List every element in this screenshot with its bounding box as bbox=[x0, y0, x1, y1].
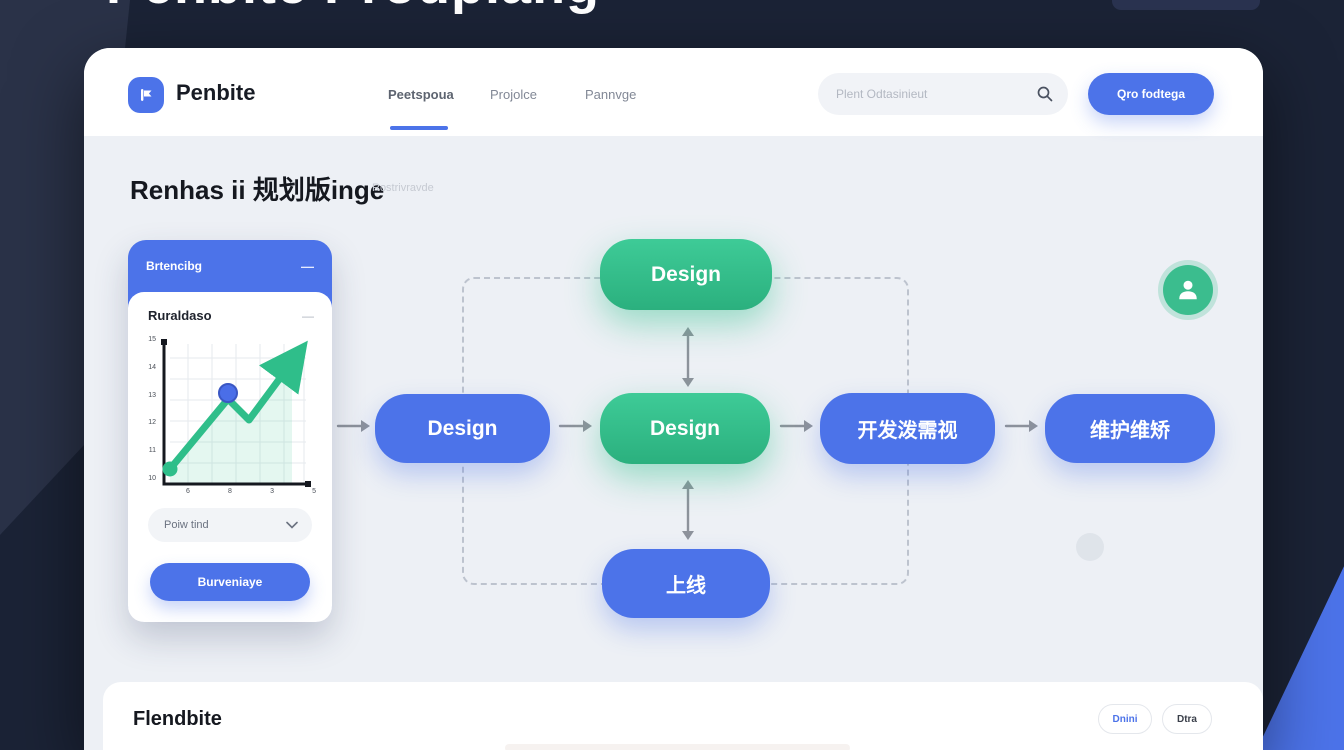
page-title: Renhas ii 规划版inge bbox=[130, 175, 385, 205]
app-header bbox=[84, 48, 1263, 136]
chart-x-tick-labels: 6 8 3 5 bbox=[186, 488, 316, 495]
flow-node-left[interactable]: Design bbox=[375, 394, 550, 463]
decor-faint-circle bbox=[1076, 533, 1104, 561]
brand-name: Penbite bbox=[176, 80, 256, 105]
search-input[interactable] bbox=[836, 87, 1036, 101]
flow-node-top[interactable]: Design bbox=[600, 239, 772, 310]
footer-divider bbox=[505, 744, 850, 750]
footer-card: Flendbite Dnini Dtra bbox=[103, 682, 1263, 750]
planning-widget: Brtencibg — Ruraldaso — bbox=[128, 240, 332, 622]
flow-node-dev[interactable]: 开发泼需视 bbox=[820, 393, 995, 464]
active-nav-underline bbox=[390, 126, 448, 130]
flow-node-maintain[interactable]: 维护维矫 bbox=[1045, 394, 1215, 463]
chart-y-tick-labels: 15 14 13 12 11 10 bbox=[140, 336, 156, 482]
arrow-updown-icon bbox=[682, 327, 694, 387]
header-cta-button[interactable]: Qro fodtega bbox=[1088, 73, 1214, 115]
nav-item-2[interactable]: Projolce bbox=[490, 87, 537, 102]
tick-label: 10 bbox=[148, 474, 156, 482]
tick-label: 5 bbox=[312, 488, 316, 495]
footer-button-secondary[interactable]: Dtra bbox=[1162, 704, 1212, 734]
chart-area-fill bbox=[170, 362, 292, 484]
panel-minimize-icon[interactable]: — bbox=[302, 308, 314, 323]
chevron-down-icon bbox=[286, 521, 298, 529]
arrow-right-icon bbox=[779, 420, 813, 432]
tick-label: 8 bbox=[228, 488, 232, 495]
chart-peak-marker bbox=[218, 383, 238, 403]
widget-dropdown[interactable]: Poiw tind bbox=[148, 508, 312, 542]
footer-button-primary[interactable]: Dnini bbox=[1098, 704, 1152, 734]
widget-header-label: Brtencibg bbox=[146, 259, 203, 273]
arrow-updown-icon bbox=[682, 480, 694, 540]
nav-item-1[interactable]: Peetspoua bbox=[388, 87, 454, 102]
arrow-right-icon bbox=[558, 420, 592, 432]
search-icon[interactable] bbox=[1036, 85, 1054, 103]
dropdown-value: Poiw tind bbox=[164, 519, 209, 531]
brand-logo-icon[interactable] bbox=[128, 77, 164, 113]
chart-start-dot bbox=[162, 461, 178, 477]
cutoff-hero-title: Penbite Prodplang bbox=[106, 0, 600, 16]
tick-label: 13 bbox=[148, 391, 156, 399]
footer-title: Flendbite bbox=[133, 708, 222, 730]
tick-label: 15 bbox=[148, 336, 156, 343]
tick-label: 11 bbox=[148, 447, 156, 455]
flag-icon bbox=[141, 89, 152, 101]
page-subtitle: Rostrivravde bbox=[372, 182, 434, 194]
user-avatar[interactable] bbox=[1163, 265, 1213, 315]
arrow-right-icon bbox=[336, 420, 370, 432]
flow-node-center[interactable]: Design bbox=[600, 393, 770, 464]
widget-minimize-icon[interactable]: — bbox=[301, 258, 314, 274]
widget-body: Ruraldaso — bbox=[128, 292, 332, 622]
nav-item-3[interactable]: Pannvge bbox=[585, 87, 637, 102]
tick-label: 3 bbox=[270, 488, 274, 495]
chart-trend-line bbox=[166, 340, 308, 473]
widget-action-button[interactable]: Burveniaye bbox=[150, 563, 310, 601]
backdrop-topright-button[interactable] bbox=[1112, 0, 1260, 10]
widget-header[interactable]: Brtencibg — bbox=[128, 240, 332, 292]
panel-title: Ruraldaso bbox=[148, 308, 212, 323]
flow-node-launch[interactable]: 上线 bbox=[602, 549, 770, 618]
person-icon bbox=[1179, 280, 1197, 300]
arrow-right-icon bbox=[1004, 420, 1038, 432]
trend-chart-svg bbox=[161, 339, 311, 487]
tick-label: 6 bbox=[186, 488, 190, 495]
search-bar[interactable] bbox=[818, 73, 1068, 115]
tick-label: 12 bbox=[148, 419, 156, 427]
tick-label: 14 bbox=[148, 363, 156, 371]
trend-chart bbox=[136, 332, 324, 507]
